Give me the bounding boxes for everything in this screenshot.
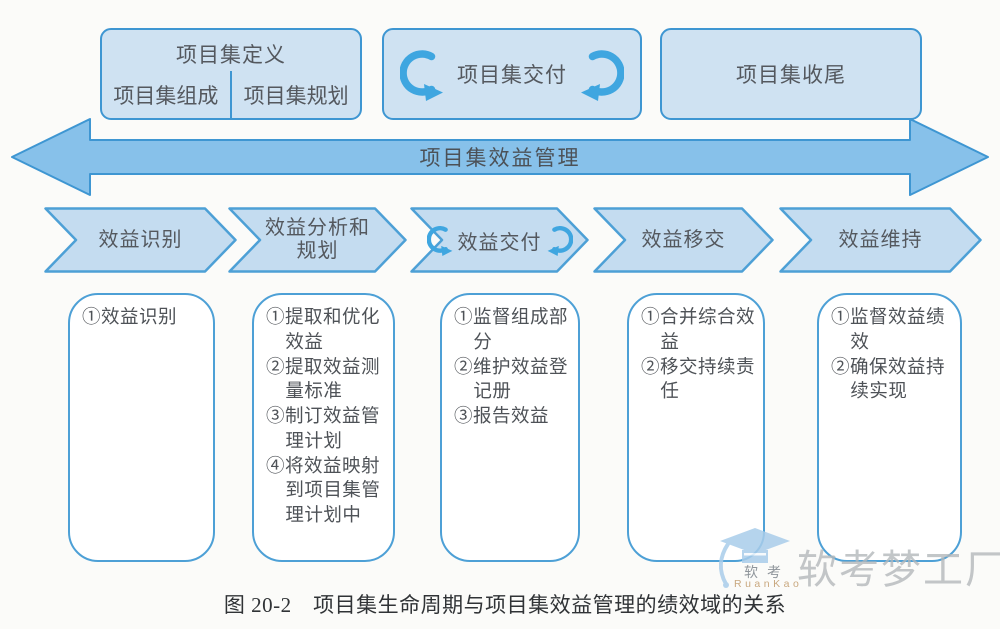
graduation-cap-icon [719, 528, 790, 588]
activities-benefit-analysis-planning: ①提取和优化效益 ②提取效益测量标准 ③制订效益管理计划 ④将效益映射到项目集管… [252, 293, 395, 562]
program-closure-label: 项目集收尾 [736, 63, 846, 87]
chevron-label: 效益移交 [641, 228, 726, 251]
chevron-label: 效益识别 [98, 228, 183, 251]
program-formulation-label: 项目集组成 [113, 83, 219, 108]
chevron-benefit-sustainment: 效益维持 [779, 207, 982, 273]
chevron-shape [410, 207, 589, 273]
chevron-label: 效益交付 [457, 231, 542, 254]
activities-benefit-identification: ①效益识别 [68, 293, 215, 562]
program-closure-box: 项目集收尾 [660, 28, 922, 120]
chevron-shape [228, 207, 407, 273]
chevron-benefit-delivery: 效益交付 [410, 207, 589, 273]
activity-item: ①效益识别 [82, 308, 178, 328]
chevron-label: 效益维持 [838, 228, 923, 251]
program-delivery-label: 项目集交付 [457, 63, 567, 87]
activity-item: ①监督组成部分 [454, 308, 569, 353]
activity-item: ③报告效益 [454, 407, 550, 428]
chevron-label-line1: 效益分析和 [265, 217, 370, 239]
chevron-shape [44, 207, 237, 273]
program-definition-title: 项目集定义 [176, 43, 286, 67]
activity-item: ②移交持续责任 [641, 357, 756, 403]
chevron-benefit-identification: 效益识别 [44, 207, 237, 273]
watermark-brand-subtext: RuanKao [734, 578, 803, 590]
program-definition-subphases: 项目集组成 项目集规划 [102, 71, 360, 118]
subphase-divider [229, 71, 233, 118]
program-delivery-box: 项目集交付 [382, 28, 642, 120]
chevron-shape [779, 207, 982, 273]
activities-benefit-transition: ①合并综合效益 ②移交持续责任 [627, 293, 765, 562]
cycle-arrow-right-icon [547, 220, 573, 260]
activities-benefit-delivery: ①监督组成部分 ②维护效益登记册 ③报告效益 [440, 293, 580, 562]
chevron-benefit-transition: 效益移交 [593, 207, 774, 273]
activity-item: ①合并综合效益 [641, 308, 756, 353]
watermark-large-text: 软考梦工厂 [797, 547, 1000, 592]
program-planning-label: 项目集规划 [243, 83, 349, 108]
activity-item: ①提取和优化效益 [266, 308, 381, 353]
activity-item: ②维护效益登记册 [454, 357, 569, 403]
cycle-arrow-right-icon [580, 45, 624, 103]
program-definition-box: 项目集定义 项目集组成 项目集规划 [100, 28, 362, 120]
cycle-arrow-left-icon [427, 220, 453, 260]
chevron-shape [593, 207, 774, 273]
activities-benefit-sustainment: ①监督效益绩效 ②确保效益持续实现 [817, 293, 962, 562]
benefits-management-arrow [11, 118, 989, 196]
watermark-brand-text: 软考 [744, 564, 790, 580]
activity-item: ②提取效益测量标准 [266, 357, 381, 403]
figure-caption: 图 20-2 项目集生命周期与项目集效益管理的绩效域的关系 [223, 593, 787, 617]
chevron-label-line2: 规划 [296, 240, 339, 262]
benefits-management-label: 项目集效益管理 [419, 146, 581, 170]
activity-item: ②确保效益持续实现 [831, 357, 946, 403]
activity-item: ③制订效益管理计划 [266, 407, 381, 452]
chevron-benefit-analysis-planning: 效益分析和 规划 [228, 207, 407, 273]
activity-item: ④将效益映射到项目集管理计划中 [266, 456, 381, 527]
activity-item: ①监督效益绩效 [831, 308, 946, 353]
cycle-arrow-left-icon [400, 45, 444, 103]
